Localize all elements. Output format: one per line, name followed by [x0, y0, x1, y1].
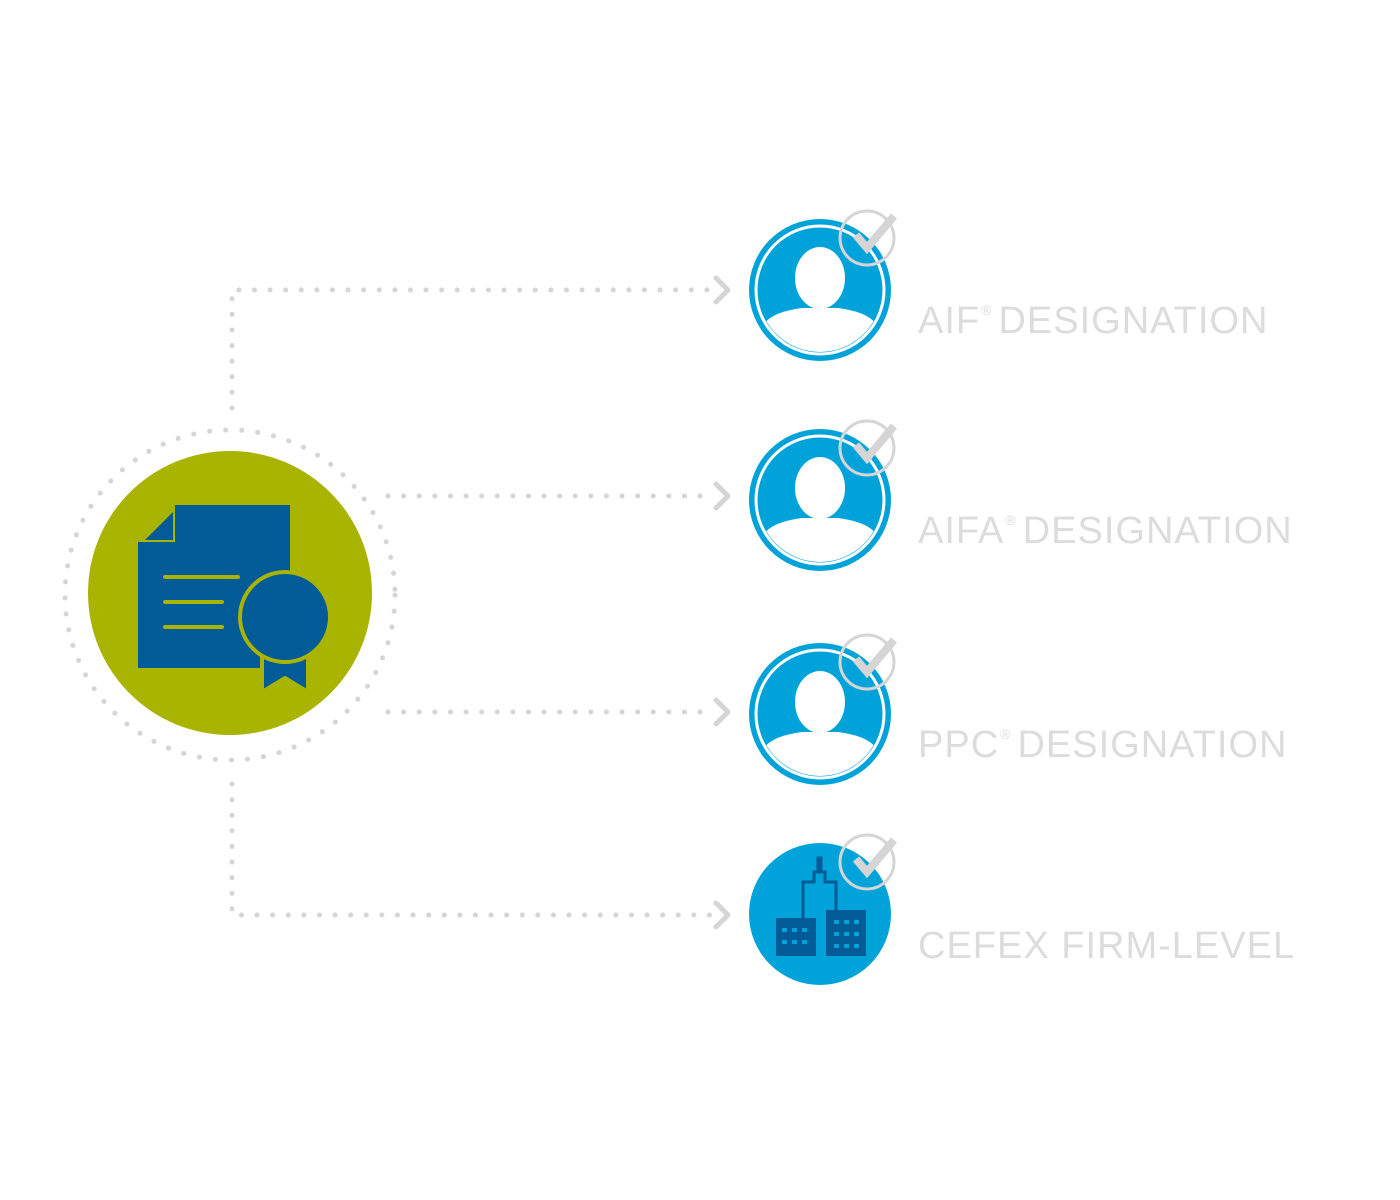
building-icon — [776, 856, 866, 956]
arrowhead-aifa — [713, 481, 731, 511]
label-ppc: PPC® DESIGNATION — [918, 726, 1287, 764]
check-circle-icon — [838, 209, 898, 267]
label-aif-suffix: DESIGNATION — [998, 300, 1269, 342]
connector-aif — [229, 287, 713, 411]
person-icon — [754, 224, 886, 356]
check-circle-icon — [838, 419, 898, 477]
hub-node — [88, 451, 372, 735]
certificate-document-icon — [138, 505, 332, 694]
label-cefex: CEFEX FIRM-LEVEL — [918, 927, 1295, 965]
target-nodes — [749, 209, 898, 985]
label-aif: AIF® DESIGNATION — [918, 302, 1268, 340]
check-circle-icon — [838, 633, 898, 691]
label-aif-mark: ® — [981, 302, 993, 318]
label-aifa-suffix: DESIGNATION — [1022, 510, 1293, 552]
arrowhead-aif — [713, 275, 731, 305]
label-aif-main: AIF — [918, 300, 981, 342]
hub-dotted-ring — [62, 427, 398, 763]
arrowhead-ppc — [713, 697, 731, 727]
label-aifa-mark: ® — [1005, 512, 1017, 528]
target-node-cefex — [749, 833, 898, 985]
target-node-ppc — [749, 633, 898, 785]
connector-cefex — [229, 781, 713, 918]
label-ppc-mark: ® — [1000, 726, 1012, 742]
person-icon — [754, 434, 886, 566]
label-aifa: AIFA® DESIGNATION — [918, 512, 1293, 550]
label-cefex-main: CEFEX FIRM-LEVEL — [918, 925, 1296, 967]
label-ppc-suffix: DESIGNATION — [1017, 724, 1288, 766]
person-icon — [754, 648, 886, 780]
label-ppc-main: PPC — [918, 724, 1000, 766]
label-aifa-main: AIFA — [918, 510, 1005, 552]
connectors — [229, 287, 713, 918]
target-node-aif — [749, 209, 898, 361]
check-circle-icon — [838, 833, 898, 891]
arrowhead-cefex — [713, 900, 731, 930]
target-node-aifa — [749, 419, 898, 571]
connector-arrowheads — [713, 275, 731, 930]
